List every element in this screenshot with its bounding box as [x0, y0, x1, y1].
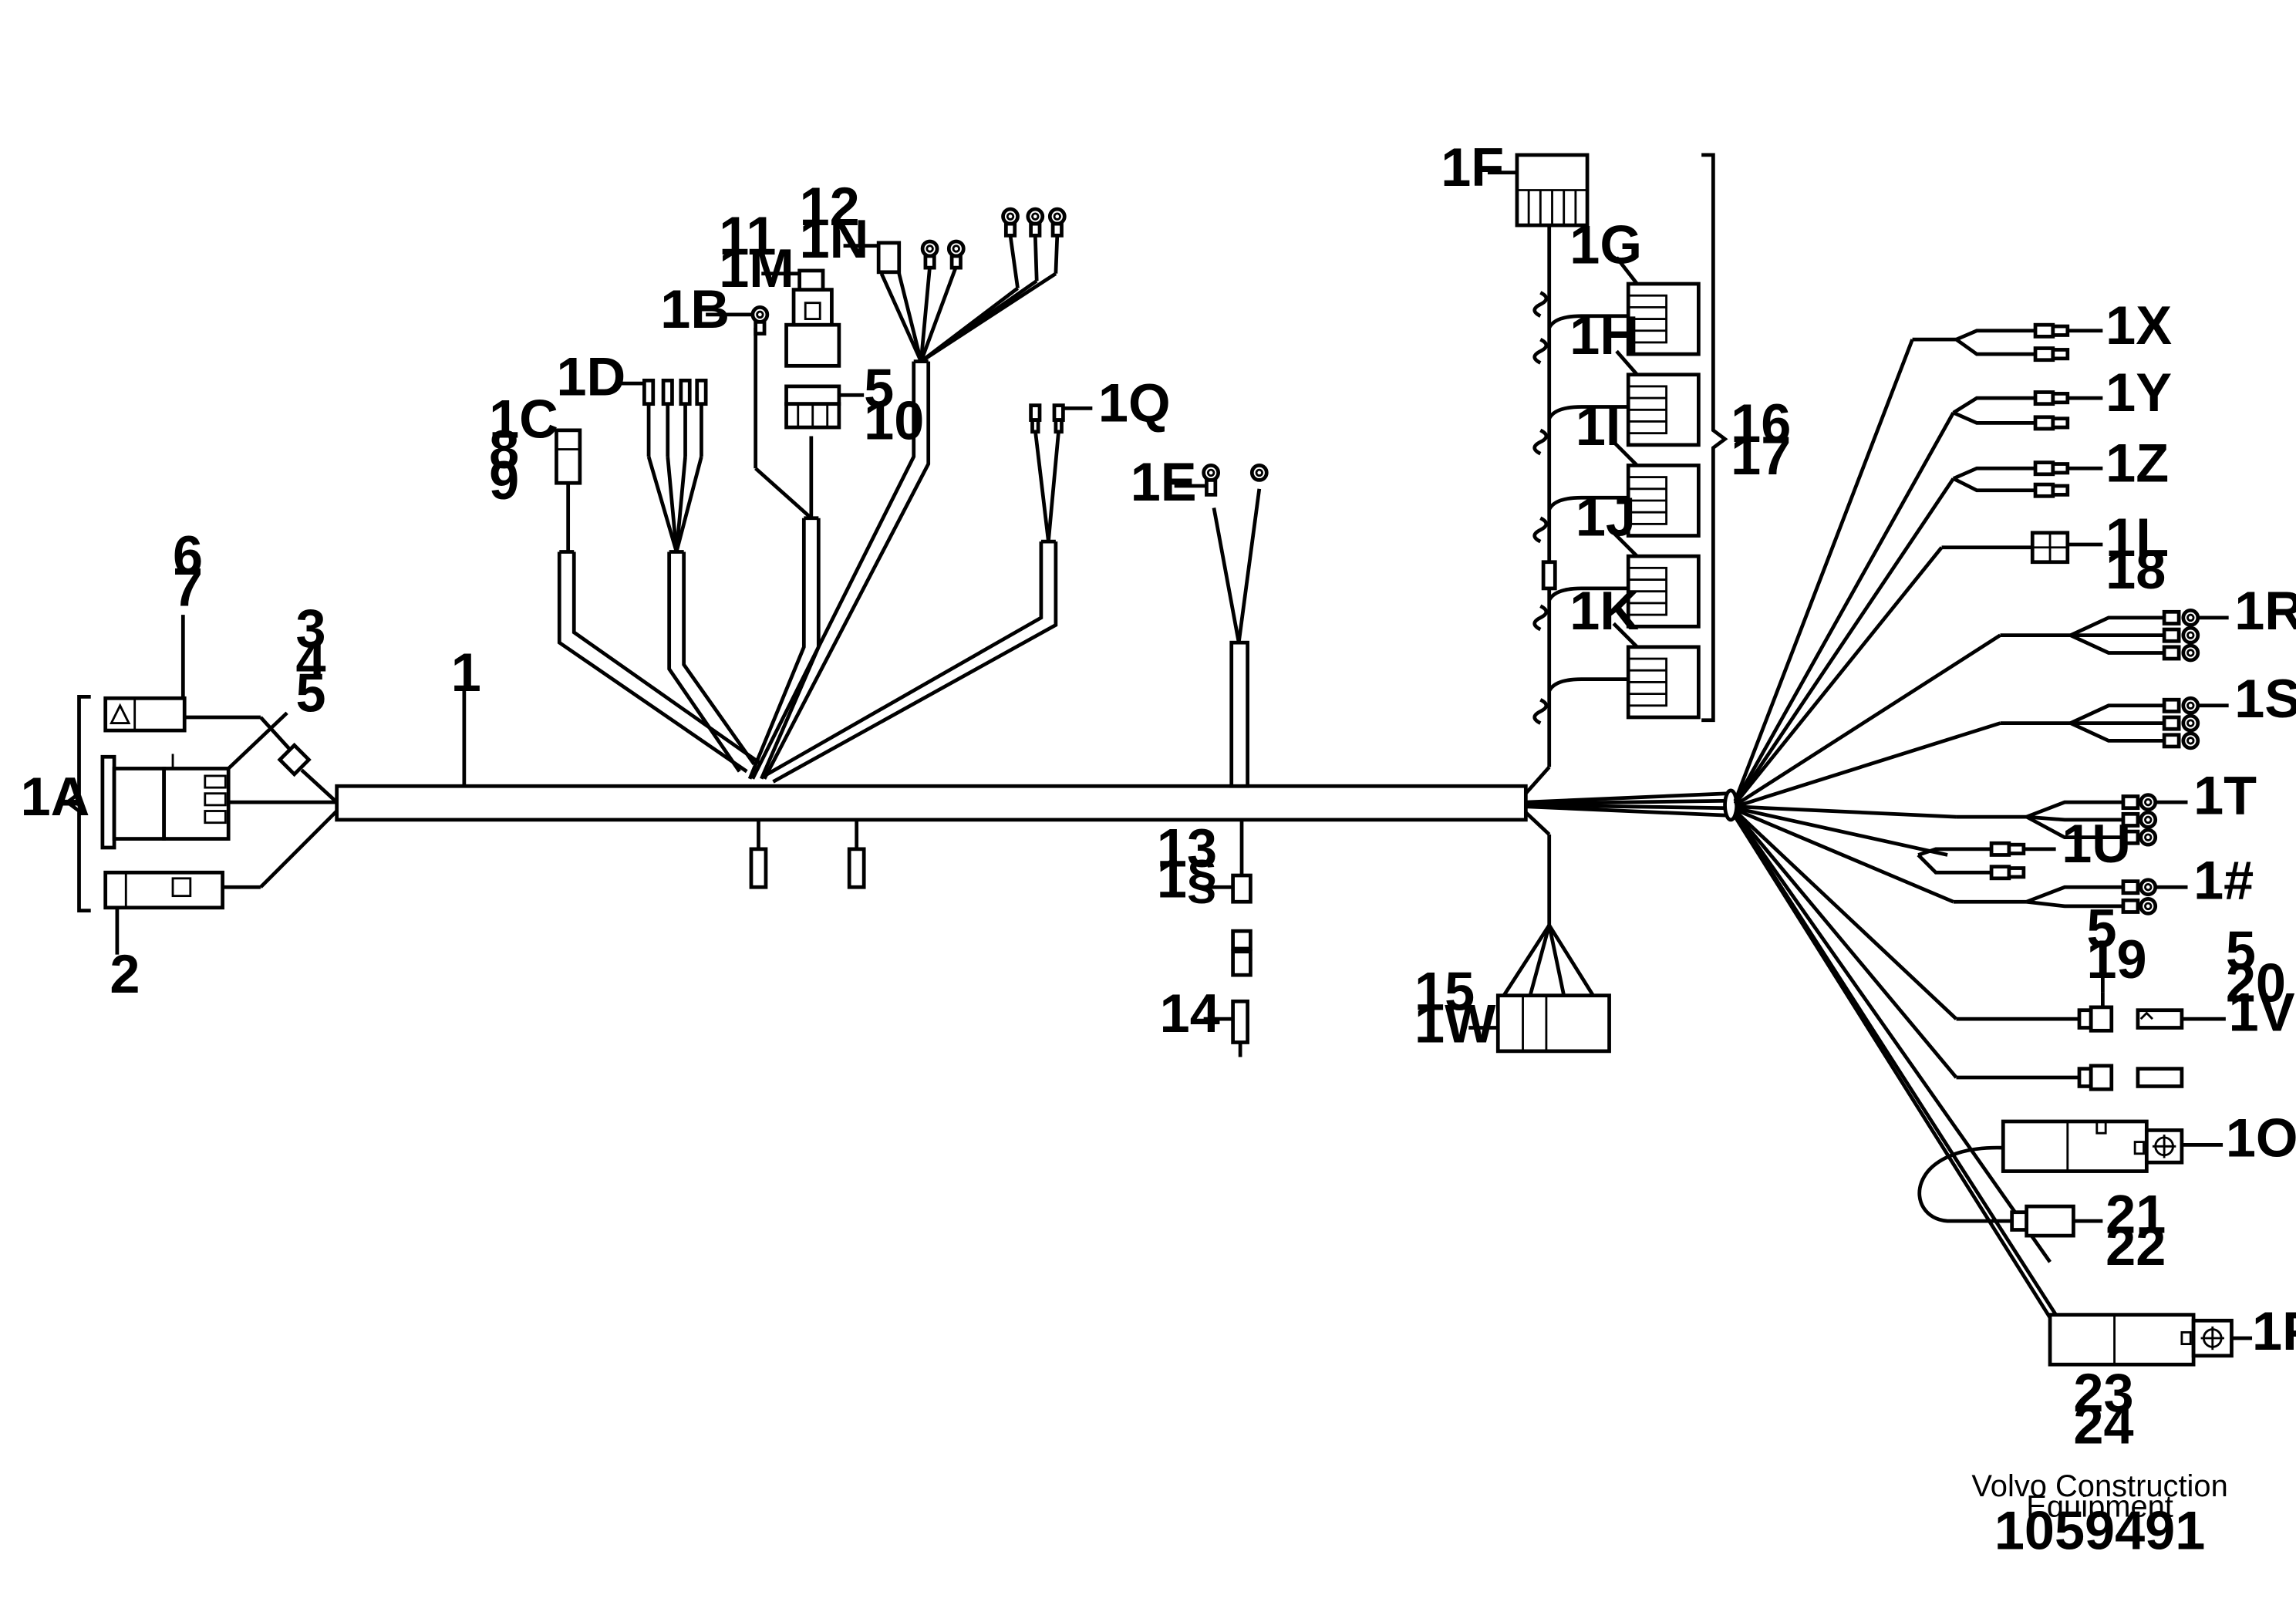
bottom-stubs [749, 819, 1253, 1057]
label-1g: 1G [1569, 214, 1642, 275]
label-8: 8 [489, 419, 519, 480]
label-1t: 1T [2193, 764, 2257, 825]
label-1k: 1K [1569, 580, 1639, 641]
connector-column-1f-1k [1487, 153, 1728, 795]
label-1f: 1F [1441, 137, 1504, 197]
label-1u: 1U [2062, 813, 2131, 874]
label-1c: 1C [489, 388, 558, 449]
label-11: 11 [719, 205, 776, 266]
label-1: 1 [451, 642, 481, 703]
connector-1w [1468, 811, 1611, 1054]
label-1q: 1Q [1098, 372, 1171, 433]
label-10: 10 [864, 389, 924, 450]
document-number: 1059491 [1994, 1499, 2205, 1560]
main-harness-trunk [335, 690, 1528, 822]
label-18: 18 [2106, 539, 2166, 600]
branch-1d [615, 378, 756, 773]
label-1m: 1M [719, 238, 794, 298]
label-4: 4 [296, 630, 326, 691]
label-20: 20 [2226, 952, 2286, 1013]
right-fan-out [1526, 322, 2253, 1367]
company-name-line1: Volvo Construction [1971, 1469, 2227, 1503]
label-1a: 1A [21, 766, 90, 827]
label-16: 16 [1731, 393, 1791, 454]
label-17: 17 [1731, 425, 1791, 486]
label-13: 13 [1157, 818, 1217, 878]
label-5-a: 5 [296, 662, 326, 723]
label-1i: 1I [1576, 396, 1621, 457]
label-1r: 1R [2234, 580, 2296, 641]
label-1j: 1J [1576, 487, 1636, 548]
label-1w: 1W [1414, 993, 1496, 1054]
label-1d: 1D [556, 346, 625, 406]
label-1n: 1N [800, 208, 869, 269]
label-14: 14 [1160, 983, 1220, 1044]
label-1z: 1Z [2106, 432, 2169, 493]
label-3: 3 [296, 598, 326, 659]
footer: Volvo Construction Equipment 1059491 [1971, 1469, 2227, 1560]
branch-relay [706, 268, 865, 780]
label-24: 24 [2073, 1394, 2133, 1455]
label-5-d: 5 [2226, 920, 2256, 981]
label-1o: 1O [2226, 1108, 2296, 1168]
label-5-b: 5 [864, 357, 894, 418]
label-1-hash: 1# [2193, 849, 2254, 910]
label-12: 12 [800, 176, 860, 237]
label-7: 7 [173, 557, 203, 618]
company-name-line2: Equipment [2026, 1490, 2173, 1524]
label-1b: 1B [660, 278, 730, 339]
callout-labels: 1 1A 6 7 3 4 5 2 1C 8 9 1D 1B 11 1M 12 1… [21, 137, 2296, 1455]
label-1v: 1V [2229, 981, 2295, 1042]
label-15: 15 [1414, 961, 1475, 1022]
label-1-sect: 1§ [1157, 848, 1217, 909]
label-9: 9 [489, 450, 519, 511]
label-1x: 1X [2106, 295, 2172, 356]
label-6: 6 [173, 524, 203, 585]
branch-1e [1174, 464, 1269, 788]
label-1y: 1Y [2106, 362, 2172, 423]
label-21: 21 [2106, 1183, 2166, 1244]
label-23: 23 [2073, 1362, 2133, 1423]
connector-group-1a [64, 615, 339, 955]
label-2: 2 [110, 943, 140, 1004]
label-1l: 1L [2106, 507, 2169, 568]
branch-1q [763, 403, 1093, 784]
label-1p: 1P [2252, 1300, 2296, 1361]
label-1e: 1E [1131, 451, 1197, 512]
label-19: 19 [2087, 929, 2147, 990]
branch-1c [555, 428, 763, 774]
label-1s: 1S [2234, 668, 2296, 729]
branch-1n [750, 207, 1067, 780]
label-22: 22 [2106, 1216, 2166, 1276]
label-1h: 1H [1569, 305, 1639, 366]
label-5-c: 5 [2087, 898, 2117, 959]
